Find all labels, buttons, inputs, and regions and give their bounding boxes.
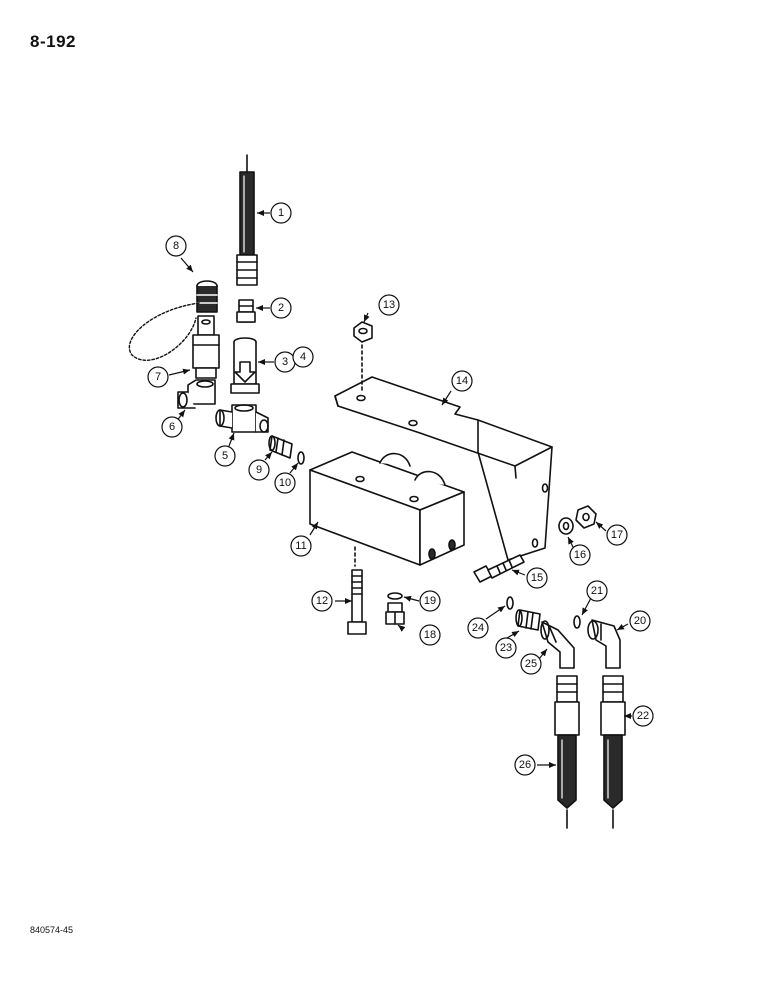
nut-13 [353,321,373,393]
page-number: 8-192 [30,32,76,51]
callout-label-26: 26 [519,759,531,771]
bolt-15 [473,554,525,583]
callout-label-23: 23 [500,642,512,654]
callout-label-22: 22 [637,710,649,722]
manifold-block-11 [309,451,465,566]
callout-5 [214,445,236,467]
fitting-9 [268,435,293,459]
callout-4 [292,346,314,368]
callout-label-3: 3 [282,356,288,368]
callout-label-24: 24 [472,622,484,634]
callout-2 [270,297,292,319]
callout-label-16: 16 [574,549,586,561]
callout-21 [586,580,608,602]
callout-25 [520,653,542,675]
check-valve-3-4 [230,337,260,394]
callout-label-5: 5 [222,450,228,462]
dust-cap-8 [128,280,218,361]
reference-code: 840574-45 [30,925,74,935]
callout-label-20: 20 [634,615,646,627]
elbow-6 [177,379,216,409]
washer-16 [558,517,574,535]
elbow-20 [587,619,621,669]
callout-14 [451,370,473,392]
callout-9 [248,459,270,481]
callout-18 [419,624,441,646]
callout-19 [419,590,441,612]
nut-17 [575,505,597,529]
callout-26 [514,754,536,776]
callout-17 [606,524,628,546]
callout-23 [495,637,517,659]
callout-label-7: 7 [155,371,161,383]
callout-20 [629,610,651,632]
callout-label-1: 1 [278,207,284,219]
callout-label-21: 21 [591,585,603,597]
callout-label-6: 6 [169,421,175,433]
callout-label-10: 10 [279,477,291,489]
callout-1 [270,202,292,224]
callout-10 [274,472,296,494]
callout-7 [147,366,169,388]
tee-5 [215,404,269,433]
callout-label-17: 17 [611,529,623,541]
plug-18 [385,602,405,625]
callout-11 [290,535,312,557]
callout-label-18: 18 [424,629,436,641]
callout-label-13: 13 [383,299,395,311]
callout-12 [311,590,333,612]
hose-22 [600,675,626,829]
o-ring-10 [297,451,305,465]
fitting-23 [515,609,541,631]
callout-labels: 1 2 3 4 5 6 7 8 9 10 11 12 13 14 15 16 1… [155,207,649,771]
hose-26 [554,675,580,829]
callout-8 [165,235,187,257]
o-ring-21 [573,615,581,629]
callout-6 [161,416,183,438]
bolt-12 [347,546,367,635]
hose-top [236,154,258,286]
callout-label-12: 12 [316,595,328,607]
coupler-7 [192,315,220,379]
callout-13 [378,294,400,316]
elbow-25 [540,620,575,669]
callout-label-14: 14 [456,375,468,387]
callout-label-2: 2 [278,302,284,314]
callout-16 [569,544,591,566]
callout-label-19: 19 [424,595,436,607]
callout-label-11: 11 [295,540,306,552]
o-ring-19 [387,592,403,600]
callout-label-25: 25 [525,658,537,670]
callout-24 [467,617,489,639]
callout-label-9: 9 [256,464,262,476]
callout-label-15: 15 [531,572,543,584]
o-ring-24 [506,596,514,610]
adapter-2 [236,299,256,323]
callout-label-8: 8 [173,240,179,252]
callout-label-4: 4 [300,351,306,363]
callout-group [147,202,654,776]
callout-22 [632,705,654,727]
callout-15 [526,567,548,589]
